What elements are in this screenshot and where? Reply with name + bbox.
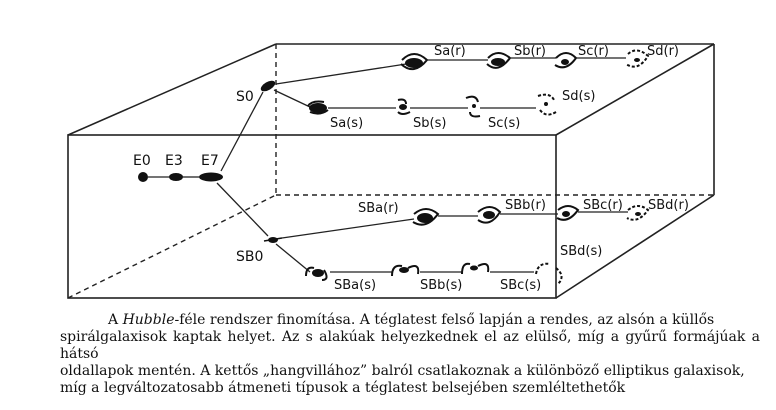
box-hidden-bottom-left-edge xyxy=(67,194,277,299)
caption-line-1-pre: A xyxy=(108,312,123,328)
box-top-right-edge xyxy=(555,43,715,136)
label-sbc-s: SBc(s) xyxy=(500,278,541,293)
s0-to-sa-r-line xyxy=(275,63,407,85)
sa-r-galaxy xyxy=(400,53,429,71)
caption-line-2: spirálgalaxisok kaptak helyet. Az s alak… xyxy=(60,329,760,362)
label-sbc-r: SBc(r) xyxy=(583,198,623,213)
sbd-r-galaxy xyxy=(626,205,650,221)
label-sc-s: Sc(s) xyxy=(488,116,520,131)
sbc-r-galaxy xyxy=(556,205,580,221)
sbd-s-galaxy xyxy=(535,262,563,285)
sd-s-galaxy xyxy=(537,93,557,116)
label-e7: E7 xyxy=(201,153,219,169)
label-sa-s: Sa(s) xyxy=(330,116,363,131)
sbb-s-galaxy xyxy=(391,264,420,277)
box-bottom-right-edge xyxy=(555,194,715,299)
label-sb0: SB0 xyxy=(236,249,263,265)
sb0-to-sba-s-line xyxy=(275,243,311,273)
label-sbb-s: SBb(s) xyxy=(420,278,462,293)
caption-line-4: míg a legváltozatosabb átmeneti típusok … xyxy=(60,380,626,396)
label-sc-r: Sc(r) xyxy=(578,44,609,59)
sba-s-galaxy xyxy=(305,266,328,281)
sbb-r-galaxy xyxy=(477,206,502,224)
hubble-box-diagram: Sa(r) Sb(r) Sc(r) Sd(r) Sa(s) Sb(s) Sc(s… xyxy=(67,43,715,299)
caption-line-1-post: -féle rendszer finomítása. A téglatest f… xyxy=(174,312,715,328)
e7-galaxy xyxy=(199,172,223,182)
box-top-left-edge xyxy=(67,43,277,136)
label-sa-r: Sa(r) xyxy=(434,44,466,59)
label-sba-s: SBa(s) xyxy=(334,278,376,293)
label-sd-s: Sd(s) xyxy=(562,89,595,104)
label-sd-r: Sd(r) xyxy=(647,44,679,59)
label-s0: S0 xyxy=(236,89,254,105)
figure-caption: A Hubble-féle rendszer finomítása. A tég… xyxy=(60,312,760,397)
label-sbb-r: SBb(r) xyxy=(505,198,546,213)
s0-galaxy xyxy=(260,80,276,92)
label-sb-s: Sb(s) xyxy=(413,116,446,131)
e7-to-s0-line xyxy=(220,91,264,172)
label-e3: E3 xyxy=(165,153,183,169)
sb0-galaxy xyxy=(263,237,283,243)
label-sba-r: SBa(r) xyxy=(358,201,399,216)
caption-hubble-italic: Hubble xyxy=(122,312,175,328)
sc-s-galaxy xyxy=(465,95,481,118)
sd-r-galaxy xyxy=(625,49,650,68)
sbc-s-galaxy xyxy=(461,262,490,275)
caption-line-3: oldallapok mentén. A kettős „hangvilláho… xyxy=(60,363,745,379)
s0-to-sa-s-line xyxy=(273,89,311,108)
label-sbd-s: SBd(s) xyxy=(560,244,602,259)
caption-line-1: A Hubble-féle rendszer finomítása. A tég… xyxy=(60,312,760,329)
box-front-face xyxy=(67,134,557,299)
label-e0: E0 xyxy=(133,153,151,169)
label-sb-r: Sb(r) xyxy=(514,44,546,59)
e7-to-sb0-line xyxy=(216,182,269,237)
sb0-to-sba-r-line xyxy=(281,218,415,239)
sb-s-galaxy xyxy=(397,98,411,115)
label-sbd-r: SBd(r) xyxy=(648,198,689,213)
e0-galaxy xyxy=(138,172,148,182)
e3-galaxy xyxy=(169,173,183,181)
sa-s-galaxy xyxy=(307,100,329,115)
sc-r-galaxy xyxy=(554,52,578,69)
sb-r-galaxy xyxy=(486,52,512,69)
sba-r-galaxy xyxy=(412,208,440,226)
